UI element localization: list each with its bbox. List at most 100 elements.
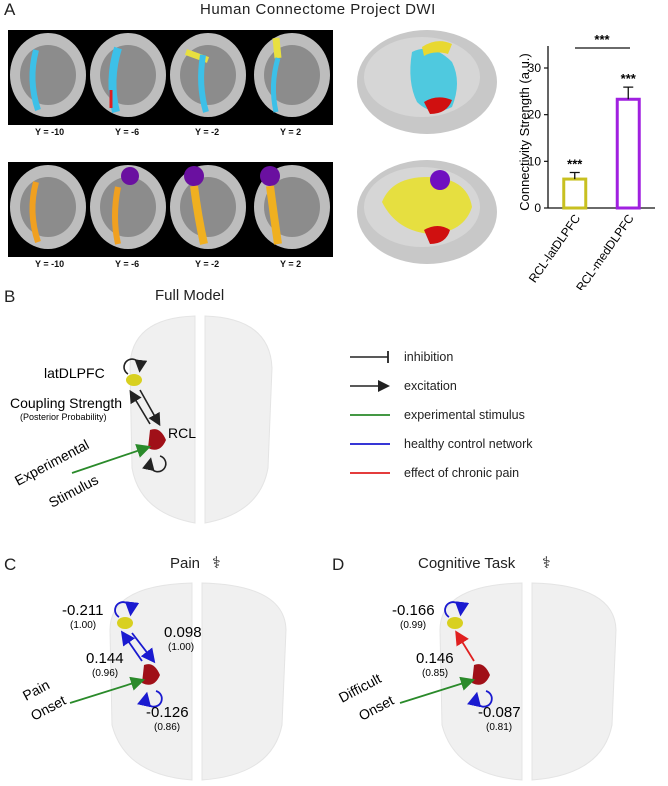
slice-7	[170, 165, 246, 249]
coupling-label: Coupling Strength	[10, 395, 122, 411]
self-rcl-pp: (0.81)	[486, 722, 512, 733]
legend-label: healthy control network	[404, 436, 533, 451]
panel-d-title: Cognitive Task	[418, 555, 516, 572]
self-lat-pp: (0.99)	[400, 620, 426, 631]
caduceus-icon: ⚕	[212, 555, 221, 572]
down-pp: (1.00)	[168, 642, 194, 653]
rcl-self-loop	[467, 690, 493, 708]
stimulus-label-2: Stimulus	[46, 471, 101, 510]
self-lat-value: -0.166	[392, 602, 435, 619]
x-tick-label-2: RCL-medDLPFC	[573, 211, 637, 290]
brain-outline	[129, 315, 273, 524]
self-rcl-pp: (0.86)	[154, 722, 180, 733]
line-swatch-icon	[350, 413, 390, 416]
slice-label-bottom-2: Y = -6	[115, 259, 140, 269]
edge-rcl-to-lat	[455, 630, 475, 662]
pain-model-diagram: -0.211 (1.00) 0.098 (1.00) 0.144 (0.96) …	[20, 582, 287, 781]
legend-label: inhibition	[404, 349, 454, 364]
legend-item: inhibition	[348, 342, 648, 371]
significance-stars-2: ***	[621, 71, 637, 86]
panel-d-label: D	[332, 555, 345, 574]
y-tick-label: 0	[534, 201, 541, 215]
bar-2	[615, 97, 641, 210]
brain-3d-bottom	[357, 160, 497, 264]
stimulus-arrow	[69, 676, 146, 704]
full-model-diagram: latDLPFC Coupling Strength (Posterior Pr…	[10, 315, 273, 524]
coupling-sub: (Posterior Probability)	[20, 412, 107, 422]
latdlpfc-node	[117, 617, 133, 629]
slice-label-top-3: Y = -2	[195, 127, 220, 137]
panel-a-label: A	[4, 0, 16, 19]
legend-item: healthy control network	[348, 429, 648, 458]
edge-rcl-to-lat	[129, 389, 151, 425]
latdlpfc-self-loop	[114, 601, 140, 618]
bar-1	[562, 177, 588, 210]
slice-label-bottom-3: Y = -2	[195, 259, 220, 269]
x-tick-label-1: RCL-latDLPFC	[526, 211, 584, 285]
rcl-node	[142, 664, 160, 685]
onset-label-2: Onset	[356, 692, 397, 724]
latdlpfc-self-loop	[444, 601, 470, 618]
rcl-node	[148, 429, 166, 450]
brain-3d-top	[357, 30, 497, 134]
slice-6	[90, 165, 166, 249]
slice-4	[254, 33, 330, 117]
slice-5	[10, 165, 86, 249]
coronal-slices-bottom-image	[10, 165, 330, 249]
coronal-slices-bottom	[8, 162, 333, 257]
cognitive-model-diagram: -0.166 (0.99) 0.146 (0.85) -0.087 (0.81)…	[336, 582, 617, 781]
edge-lat-to-rcl	[131, 632, 156, 664]
slice-label-bottom-1: Y = -10	[35, 259, 65, 269]
slice-2	[90, 33, 166, 117]
self-lat-value: -0.211	[62, 602, 103, 619]
error-bar-2	[623, 86, 634, 100]
self-rcl-value: -0.126	[146, 704, 189, 721]
edge-lat-to-rcl	[139, 389, 161, 427]
slice-8	[254, 165, 330, 249]
caduceus-icon: ⚕	[542, 555, 551, 572]
legend-label: effect of chronic pain	[404, 465, 520, 480]
significance-stars-1: ***	[567, 157, 583, 172]
rcl-self-loop	[137, 690, 163, 708]
latdlpfc-node	[447, 617, 463, 629]
comparison-stars: ***	[594, 32, 610, 47]
latdlpfc-self-loop	[123, 358, 148, 375]
panel-b-title: Full Model	[155, 287, 225, 304]
legend-item: excitation	[348, 371, 648, 400]
rcl-label: RCL	[168, 425, 196, 441]
coronal-slices-top	[8, 30, 333, 125]
slice-label-bottom-4: Y = 2	[280, 259, 302, 269]
excitation-icon	[350, 379, 390, 392]
panel-b-label: B	[4, 287, 16, 306]
y-tick-label: 20	[528, 108, 542, 122]
legend: inhibition excitation experimental stimulu…	[348, 342, 648, 487]
up-pp: (0.85)	[422, 668, 448, 679]
panel-c-label: C	[4, 555, 17, 574]
legend-label: experimental stimulus	[404, 407, 525, 422]
line-swatch-icon	[350, 442, 390, 445]
self-rcl-value: -0.087	[478, 704, 521, 721]
self-lat-pp: (1.00)	[70, 620, 96, 631]
stimulus-arrow	[71, 444, 152, 474]
up-pp: (0.96)	[92, 668, 118, 679]
y-tick-label: 30	[528, 61, 542, 75]
error-bar-1	[569, 171, 580, 180]
legend-item: effect of chronic pain	[348, 458, 648, 487]
legend-item: experimental stimulus	[348, 400, 648, 429]
latdlpfc-label: latDLPFC	[44, 365, 105, 381]
up-value: 0.144	[86, 650, 124, 667]
slice-3	[170, 33, 246, 117]
rcl-self-loop	[142, 455, 167, 473]
legend-label: excitation	[404, 378, 457, 393]
slice-label-top-1: Y = -10	[35, 127, 65, 137]
latdlpfc-node	[126, 374, 142, 386]
panel-c-title: Pain	[170, 555, 201, 572]
stimulus-arrow	[399, 676, 476, 704]
inhibition-icon	[350, 350, 389, 363]
up-value: 0.146	[416, 650, 454, 667]
chart-ylabel: Connectivity Strength (a.u.)	[517, 53, 532, 211]
slice-label-top-4: Y = 2	[280, 127, 302, 137]
line-swatch-icon	[350, 471, 390, 474]
slice-label-top-2: Y = -6	[115, 127, 140, 137]
